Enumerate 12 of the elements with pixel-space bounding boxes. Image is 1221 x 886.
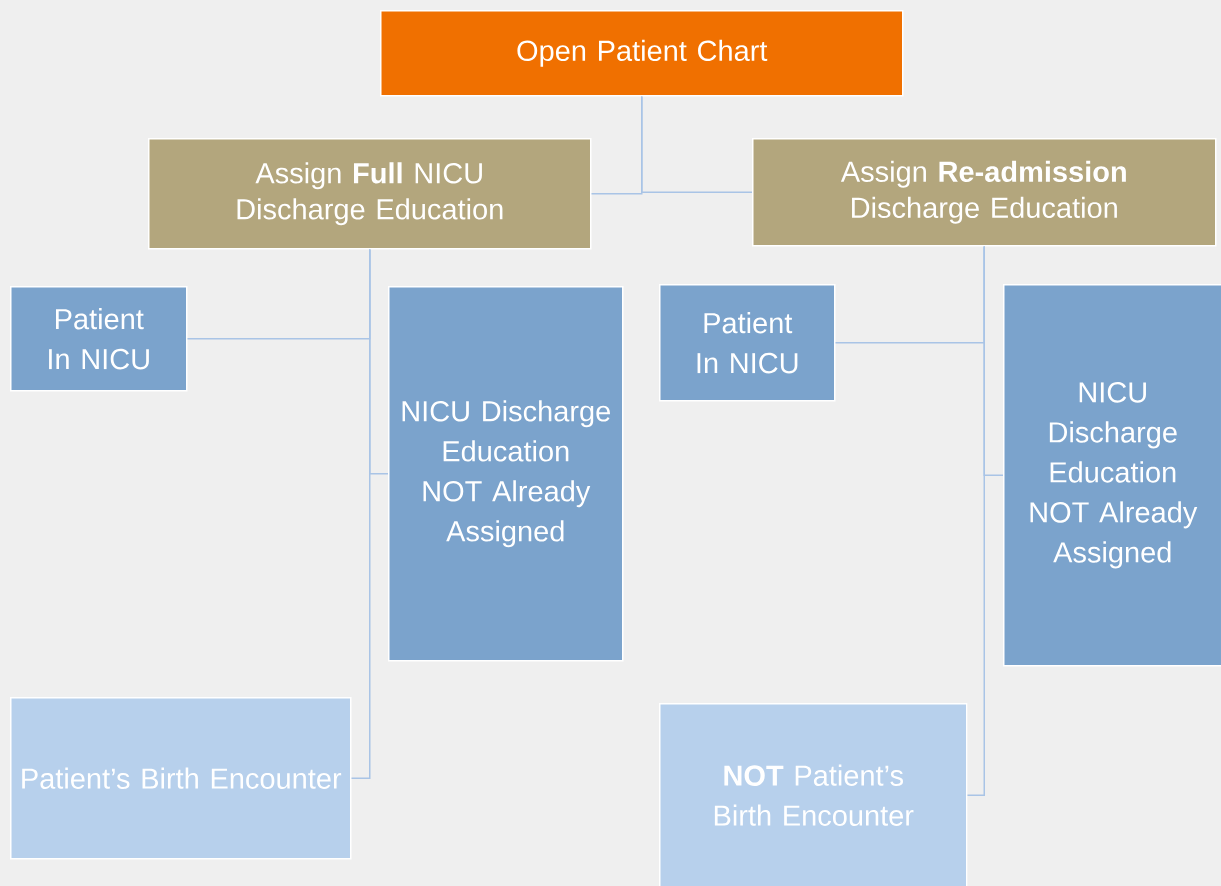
title-box: Open Patient Chart [380, 10, 904, 97]
category-box: Assign Full NICU Discharge Education [148, 138, 592, 250]
connector-line [350, 248, 371, 779]
condition-box: NICU Discharge Education NOT Already Assigned [388, 286, 624, 662]
connector-line [966, 245, 985, 796]
condition-box: Patient’s Birth Encounter [10, 697, 352, 860]
condition-box: NOT Patient’s Birth Encounter [659, 703, 968, 886]
condition-box: Patient In NICU [659, 284, 836, 402]
connector-line [641, 95, 753, 193]
condition-box: Patient In NICU [10, 286, 188, 392]
condition-box: NICU Discharge Education NOT Already Assigned [1003, 284, 1221, 667]
category-box: Assign Re-admission Discharge Education [752, 138, 1217, 247]
